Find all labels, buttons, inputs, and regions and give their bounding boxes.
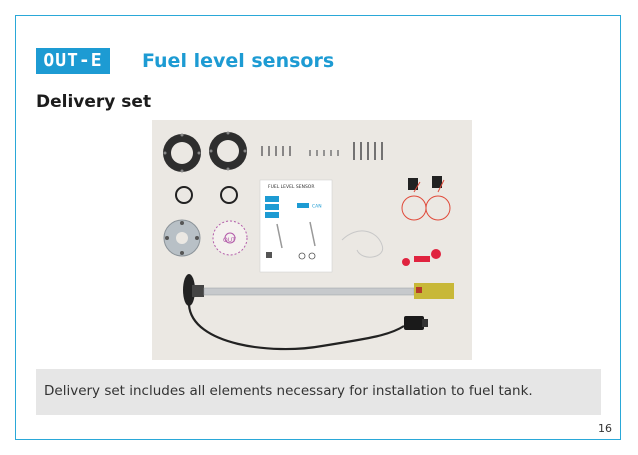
o-ring-2 <box>220 186 238 204</box>
brand-logo: OUT-E <box>36 48 110 74</box>
slide-frame <box>15 15 621 440</box>
section-heading: Delivery set <box>36 92 152 112</box>
sheet-heading: FUEL LEVEL SENSOR <box>268 184 314 190</box>
mounting-flange <box>163 219 201 257</box>
fuel-level-sensor-probe <box>183 274 454 306</box>
seal-wire <box>341 230 384 258</box>
screws-set-2 <box>309 150 339 156</box>
drilling-template: OUT <box>212 220 248 256</box>
svg-text:OUT: OUT <box>223 237 236 244</box>
delivery-set-photo: OUT FUEL LEVEL SENSOR CAN <box>152 120 472 360</box>
slide-title: Fuel level sensors <box>142 50 335 72</box>
caption-box: Delivery set includes all elements neces… <box>36 369 601 415</box>
delivery-set-illustration: OUT FUEL LEVEL SENSOR CAN <box>163 131 454 351</box>
sheet-can-label: CAN <box>312 204 322 210</box>
screws-set-1 <box>261 146 291 156</box>
screws-set-3 <box>353 142 383 160</box>
gasket-dark-2 <box>209 131 247 171</box>
o-ring-1 <box>175 186 193 204</box>
page-number: 16 <box>598 422 612 435</box>
red-seals <box>402 249 441 266</box>
instruction-sheet: FUEL LEVEL SENSOR CAN <box>259 179 333 273</box>
seals-with-wire <box>401 176 451 221</box>
gasket-dark-1 <box>163 133 201 173</box>
sensor-cable <box>187 304 405 351</box>
caption-text: Delivery set includes all elements neces… <box>44 383 533 399</box>
cable-connector <box>404 316 428 330</box>
